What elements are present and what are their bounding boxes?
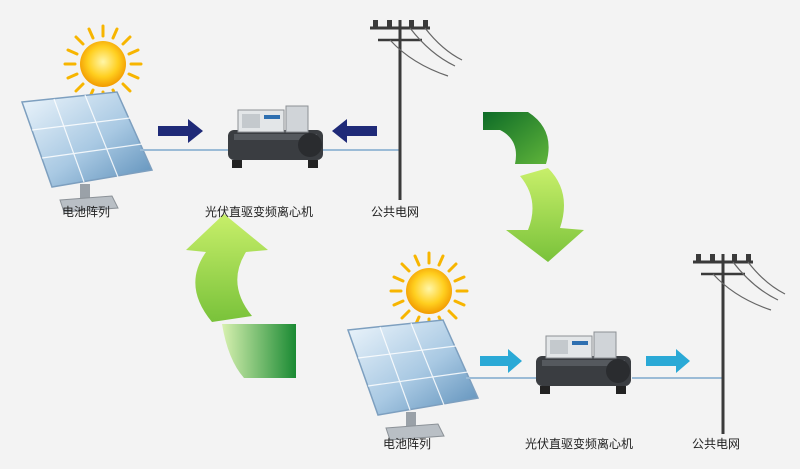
utility-pole-icon bbox=[368, 18, 464, 202]
label-top-grid: 公共电网 bbox=[371, 205, 420, 219]
sun-icon bbox=[389, 251, 469, 331]
cycle-arrow-top-dark bbox=[483, 112, 549, 164]
cycle-arrow-top-light bbox=[506, 168, 584, 262]
label-top-chiller: 光伏直驱变频离心机 bbox=[205, 205, 314, 219]
chiller-unit-icon bbox=[535, 331, 632, 395]
label-top-panel: 电池阵列 bbox=[62, 205, 111, 219]
solar-panel-icon bbox=[347, 319, 479, 441]
flow-arrow-panel-to-chiller bbox=[158, 119, 203, 143]
cycle-arrow-left-light bbox=[186, 214, 268, 322]
sun-icon bbox=[63, 24, 143, 104]
flow-arrow-chiller-to-grid bbox=[646, 349, 690, 373]
flow-arrow-grid-to-chiller bbox=[332, 119, 377, 143]
flow-arrow-panel-to-chiller bbox=[480, 349, 522, 373]
label-bottom-panel: 电池阵列 bbox=[383, 437, 432, 451]
label-bottom-grid: 公共电网 bbox=[692, 437, 741, 451]
label-bottom-chiller: 光伏直驱变频离心机 bbox=[525, 437, 634, 451]
chiller-unit-icon bbox=[227, 105, 324, 169]
cycle-arrow-left-dark bbox=[222, 324, 296, 378]
utility-pole-icon bbox=[691, 252, 787, 436]
solar-panel-icon bbox=[21, 91, 153, 213]
